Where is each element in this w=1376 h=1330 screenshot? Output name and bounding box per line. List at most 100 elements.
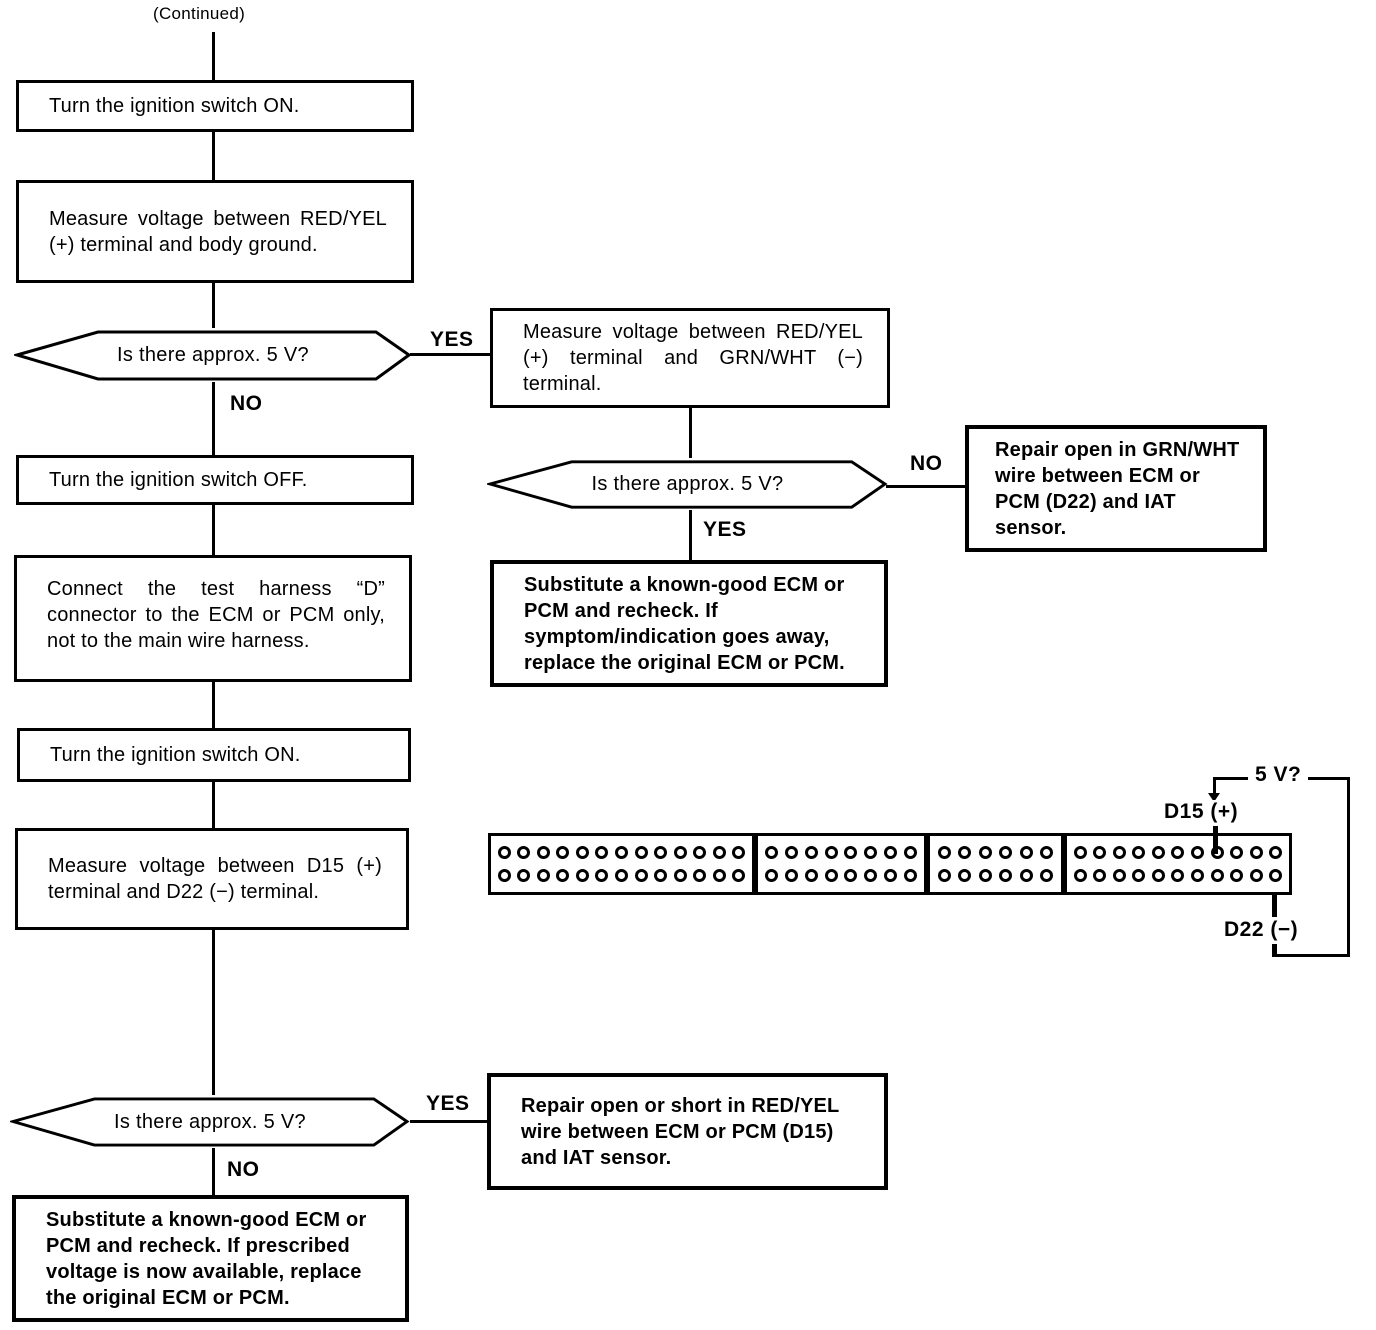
connector-pin bbox=[937, 846, 951, 859]
connector-pin bbox=[1019, 869, 1033, 882]
hexagon-shape bbox=[14, 330, 412, 381]
connector-pin bbox=[1151, 846, 1165, 859]
connector-pin bbox=[497, 846, 511, 859]
connector-pin bbox=[1151, 869, 1165, 882]
connector-pin bbox=[978, 846, 992, 859]
connector-pin bbox=[732, 846, 746, 859]
flow-line bbox=[212, 1148, 215, 1195]
connector-pin bbox=[824, 846, 838, 859]
no-label-1: NO bbox=[230, 392, 263, 415]
probe-d22-label: D22 (−) bbox=[1224, 918, 1299, 942]
connector-pin bbox=[864, 846, 878, 859]
flow-line bbox=[689, 510, 692, 560]
connector-pin bbox=[517, 846, 531, 859]
flow-line bbox=[212, 32, 215, 80]
connector-pin bbox=[884, 869, 898, 882]
probe-line-d22 bbox=[1272, 893, 1277, 917]
connector-pin bbox=[1230, 869, 1244, 882]
connector-pin bbox=[634, 846, 648, 859]
connector-pin bbox=[614, 869, 628, 882]
connector-pin bbox=[999, 869, 1013, 882]
connector-pin bbox=[904, 869, 917, 882]
action-repair-redyel: Repair open or short in RED/YEL wire bet… bbox=[487, 1073, 888, 1190]
connector-pin bbox=[764, 869, 778, 882]
connector-pin bbox=[904, 846, 917, 859]
connector-pin bbox=[497, 869, 511, 882]
step-ignition-on-1: Turn the ignition switch ON. bbox=[16, 80, 414, 132]
connector-pin bbox=[536, 846, 550, 859]
flow-line bbox=[689, 407, 692, 458]
connector-pin bbox=[937, 869, 951, 882]
step-connect-test-harness: Connect the test harness “D” connector t… bbox=[14, 555, 412, 682]
connector-pin bbox=[1249, 846, 1263, 859]
connector-pin bbox=[1112, 846, 1126, 859]
flow-line bbox=[212, 781, 215, 828]
connector-pin bbox=[595, 869, 609, 882]
connector-pin-row bbox=[758, 869, 924, 882]
connector-pin-row bbox=[758, 846, 924, 859]
flow-line bbox=[212, 929, 215, 1095]
connector-pin bbox=[884, 846, 898, 859]
connector-pin bbox=[517, 869, 531, 882]
probe-d15-label: D15 (+) bbox=[1164, 800, 1239, 824]
flow-line bbox=[212, 131, 215, 180]
connector-pin bbox=[654, 846, 668, 859]
step-measure-d15-d22: Measure voltage between D15 (+) terminal… bbox=[15, 828, 409, 930]
connector-pin bbox=[693, 846, 707, 859]
connector-pin bbox=[1230, 846, 1244, 859]
connector-pin bbox=[824, 869, 838, 882]
yes-label-1: YES bbox=[430, 328, 474, 351]
connector-pin bbox=[595, 846, 609, 859]
connector-pin bbox=[784, 869, 798, 882]
connector-pin bbox=[1040, 869, 1054, 882]
connector-pin bbox=[1093, 846, 1107, 859]
connector-pin bbox=[1132, 846, 1146, 859]
connector-pin bbox=[614, 846, 628, 859]
connector-pin-row bbox=[930, 846, 1061, 859]
connector-pin-row bbox=[930, 869, 1061, 882]
connector-pin bbox=[804, 846, 818, 859]
connector-pin bbox=[556, 846, 570, 859]
probe-line-d15 bbox=[1213, 826, 1218, 854]
connector-pin bbox=[654, 869, 668, 882]
connector-pin bbox=[673, 869, 687, 882]
connector-pin bbox=[712, 846, 726, 859]
no-label-2: NO bbox=[227, 1158, 260, 1181]
connector-pin bbox=[999, 846, 1013, 859]
step-measure-body-ground: Measure voltage between RED/YEL (+) term… bbox=[16, 180, 414, 283]
connector-pin bbox=[1093, 869, 1107, 882]
probe-line-right bbox=[1347, 777, 1350, 957]
connector-pin bbox=[1019, 846, 1033, 859]
step-substitute-ecm-prescribed: Substitute a known-good ECM or PCM and r… bbox=[12, 1195, 409, 1322]
decision-approx-5v-3: Is there approx. 5 V? bbox=[487, 458, 888, 511]
connector-pin bbox=[1040, 846, 1054, 859]
connector-pin bbox=[1269, 846, 1283, 859]
flow-line-no-3 bbox=[886, 485, 966, 488]
connector-pin bbox=[575, 846, 589, 859]
flow-line-yes-1 bbox=[410, 353, 490, 356]
flow-line bbox=[212, 282, 215, 328]
hexagon-shape bbox=[10, 1097, 410, 1147]
yes-label-3: YES bbox=[703, 518, 747, 541]
connector-pin bbox=[804, 869, 818, 882]
connector-pin bbox=[864, 869, 878, 882]
connector-pin bbox=[784, 846, 798, 859]
connector-pin bbox=[693, 869, 707, 882]
no-label-3: NO bbox=[910, 452, 943, 475]
probe-5v-label: 5 V? bbox=[1248, 763, 1309, 787]
connector-pin bbox=[958, 846, 972, 859]
connector-pin bbox=[712, 869, 726, 882]
hexagon-shape bbox=[487, 460, 888, 509]
connector-pin bbox=[536, 869, 550, 882]
probe-line bbox=[1213, 777, 1216, 794]
connector-pin bbox=[634, 869, 648, 882]
connector-pin bbox=[1112, 869, 1126, 882]
connector-pin bbox=[1210, 869, 1224, 882]
yes-label-2: YES bbox=[426, 1092, 470, 1115]
connector-pin bbox=[1073, 846, 1087, 859]
connector-pin bbox=[1171, 846, 1185, 859]
connector-pin bbox=[1132, 869, 1146, 882]
action-substitute-ecm-symptom: Substitute a known-good ECM or PCM and r… bbox=[490, 560, 888, 687]
step-measure-grnwht: Measure voltage between RED/YEL (+) term… bbox=[490, 308, 890, 408]
action-repair-grnwht: Repair open in GRN/WHT wire between ECM … bbox=[965, 425, 1267, 552]
